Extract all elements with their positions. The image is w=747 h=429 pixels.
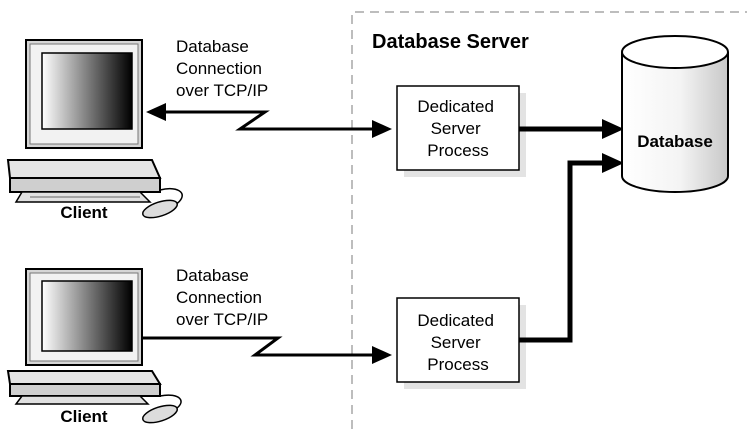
client-computer-1: Client (6, 39, 183, 222)
mouse-icon (141, 188, 183, 219)
connection-label-2: Database Connection over TCP/IP (176, 266, 268, 329)
arrowhead-left (146, 103, 166, 121)
server-region: Database Server (351, 11, 747, 429)
connection-label-line: Connection (176, 288, 262, 307)
client-computer-2: Client (6, 268, 182, 426)
process-label: Dedicated Server Process (417, 311, 498, 374)
dedicated-server-process-1: Dedicated Server Process (396, 85, 526, 177)
connection-line (164, 110, 376, 131)
server-region-title: Database Server (372, 31, 529, 53)
mouse-icon (141, 394, 182, 424)
process-label: Dedicated Server Process (417, 97, 498, 160)
process-label-line: Dedicated (417, 311, 494, 330)
connection-label-line: Connection (176, 59, 262, 78)
database-cylinder: Database (621, 35, 729, 193)
connection-label-line: over TCP/IP (176, 310, 268, 329)
tcp-connection-2 (142, 336, 392, 364)
process-label-line: Server (431, 333, 481, 352)
process-label-line: Server (431, 119, 481, 138)
process-to-database-arrow-2 (519, 153, 624, 343)
process-label-line: Process (427, 355, 488, 374)
arrowhead-right (372, 346, 392, 364)
dedicated-server-process-2: Dedicated Server Process (396, 297, 526, 389)
database-label: Database (637, 132, 713, 151)
connection-label-line: Database (176, 266, 249, 285)
process-label-line: Dedicated (417, 97, 494, 116)
connection-label-line: over TCP/IP (176, 81, 268, 100)
tcp-connection-1 (146, 103, 392, 138)
arrowhead-right (372, 120, 392, 138)
process-to-database-arrow-1 (519, 119, 624, 139)
connection-label-1: Database Connection over TCP/IP (176, 37, 268, 100)
client-label: Client (60, 407, 108, 426)
client-label: Client (60, 203, 108, 222)
process-label-line: Process (427, 141, 488, 160)
connection-label-line: Database (176, 37, 249, 56)
computer-icon (6, 39, 162, 203)
computer-icon (6, 268, 162, 405)
connection-line (142, 336, 376, 357)
